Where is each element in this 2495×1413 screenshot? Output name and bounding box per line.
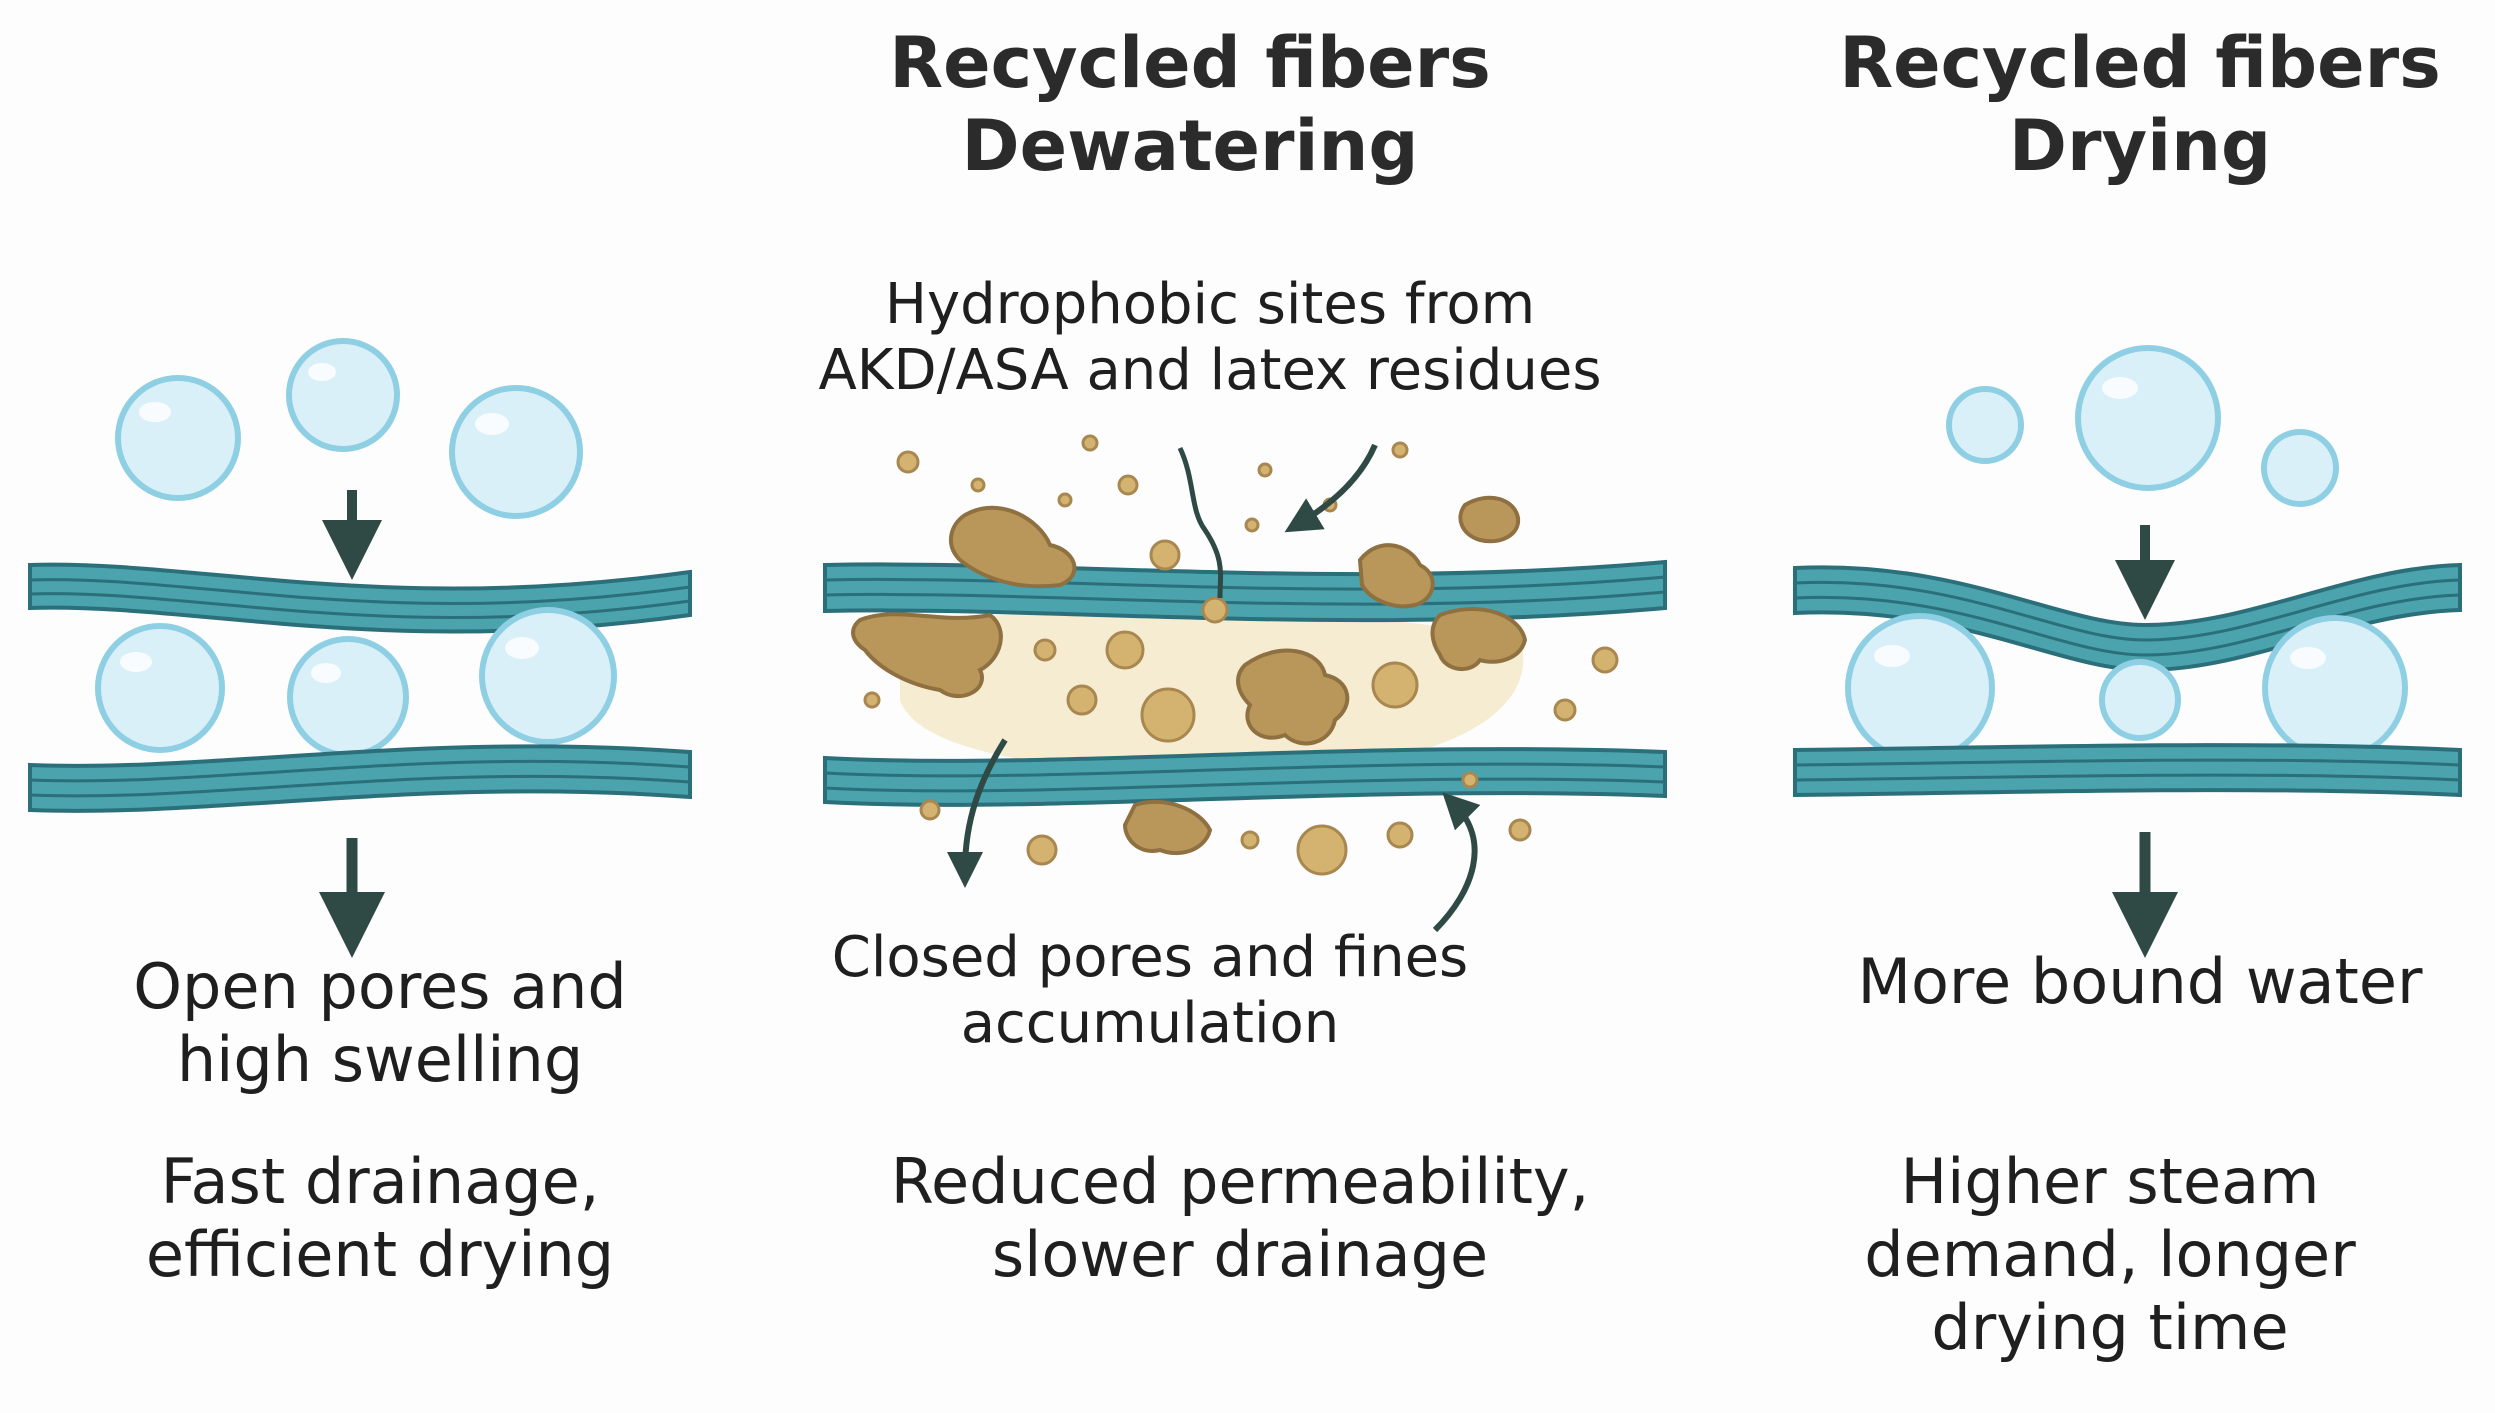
water-bubble-icon	[2099, 659, 2181, 741]
fiber-strand-icon	[823, 747, 1667, 807]
curved-arrow-icon	[947, 738, 1008, 888]
panel-2-outcome: Reduced permeability, slower drainage	[890, 1145, 1590, 1292]
panel-1-pore-label: Open pores and high swelling	[133, 950, 627, 1097]
panel-3-title: Recycled fibers Drying	[1839, 22, 2441, 187]
fiber-strand-icon	[823, 559, 1667, 623]
water-bubble-icon	[287, 636, 409, 758]
water-bubble-icon	[1845, 613, 1995, 763]
water-bubble-icon	[449, 385, 583, 519]
fiber-strand-icon	[1793, 562, 2462, 673]
panel-3-graphic	[1793, 345, 2462, 958]
panel-2-pore-label: Closed pores and fines accumulation	[831, 925, 1469, 1057]
panel-3-outcome: Higher steam demand, longer drying time	[1864, 1145, 2356, 1365]
fiber-strand-icon	[28, 562, 692, 634]
panel-2-title: Recycled fibers Dewatering	[889, 22, 1491, 187]
water-bubble-icon	[2075, 345, 2221, 491]
water-bubble-icon	[115, 375, 241, 501]
panel-3-pore-label: More bound water	[1857, 945, 2423, 1018]
panel-2-graphic	[823, 434, 1667, 933]
water-bubble-icon	[286, 338, 400, 452]
water-bubble-icon	[1946, 386, 2024, 464]
water-bubble-icon	[2261, 429, 2339, 507]
fiber-strand-icon	[1793, 743, 2462, 798]
fiber-strand-icon	[28, 744, 692, 813]
water-bubble-icon	[95, 623, 225, 753]
residue-blob-icon	[851, 495, 1528, 856]
curved-arrow-icon	[1432, 792, 1481, 933]
water-bubble-icon	[2262, 615, 2408, 761]
panel-1-outcome: Fast drainage, efficient drying	[145, 1145, 615, 1292]
residue-label: Hydrophobic sites from AKD/ASA and latex…	[818, 272, 1602, 404]
fines-particles	[863, 434, 1619, 876]
pointer-line	[1177, 446, 1224, 599]
panel-1-graphic	[28, 338, 692, 958]
water-bubble-icon	[479, 607, 617, 745]
curved-arrow-icon	[1284, 443, 1378, 533]
